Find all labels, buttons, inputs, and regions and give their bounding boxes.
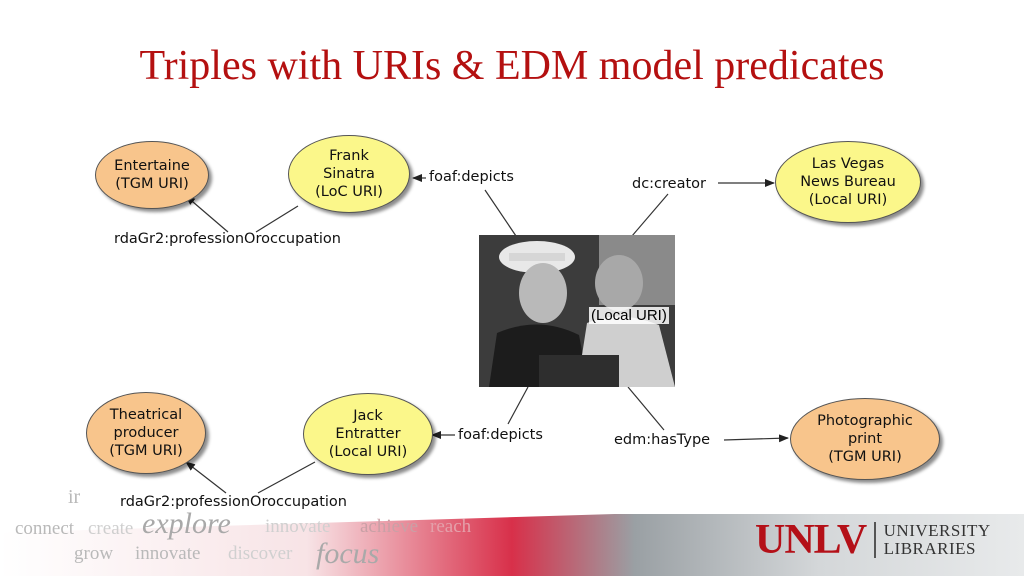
node-jack-entratter: Jack Entratter (Local URI) bbox=[303, 393, 433, 475]
node-line: (LoC URI) bbox=[315, 184, 383, 200]
watermark-word: reach bbox=[430, 516, 472, 537]
watermark-word: create bbox=[88, 518, 134, 539]
predicate-foaf-depicts-top: foaf:depicts bbox=[429, 169, 514, 185]
node-line: (Local URI) bbox=[808, 192, 888, 208]
logo-line-libraries: LIBRARIES bbox=[883, 539, 976, 558]
node-line: producer bbox=[113, 425, 179, 441]
logo-unlv-text: UNLV bbox=[755, 517, 867, 563]
watermark-word: connect bbox=[15, 518, 75, 539]
node-line: (TGM URI) bbox=[115, 176, 189, 192]
watermark-word: grow bbox=[74, 543, 114, 564]
node-line: print bbox=[847, 431, 883, 447]
watermark-word: ir bbox=[68, 486, 81, 508]
node-line: (Local URI) bbox=[328, 444, 408, 460]
watermark-word: discover bbox=[228, 543, 293, 564]
edge-photo-to-creator bbox=[631, 193, 669, 237]
node-line: Las Vegas bbox=[811, 156, 885, 172]
edge-profession-bottom-to-theatrical bbox=[185, 461, 227, 494]
photo-illustration bbox=[479, 235, 675, 387]
node-line: Entratter bbox=[335, 426, 401, 442]
edge-hastype-to-photographic bbox=[723, 434, 789, 443]
logo-line-university: UNIVERSITY bbox=[883, 521, 991, 540]
watermark-word: achieve bbox=[360, 516, 419, 537]
predicate-dc-creator: dc:creator bbox=[632, 176, 707, 192]
logo-libraries-text: UNIVERSITY LIBRARIES bbox=[884, 522, 991, 558]
photo-image: (Local URI) bbox=[479, 235, 675, 387]
node-photographic-print: Photographic print (TGM URI) bbox=[790, 398, 940, 480]
predicate-foaf-depicts-bottom: foaf:depicts bbox=[458, 427, 543, 443]
node-entertaine: Entertaine (TGM URI) bbox=[95, 141, 209, 209]
node-line: Entertaine bbox=[114, 158, 190, 174]
node-line: (TGM URI) bbox=[109, 443, 183, 459]
watermark-word: innovate bbox=[265, 516, 331, 537]
logo-divider bbox=[874, 522, 876, 558]
edge-photo-to-hastype bbox=[627, 386, 665, 431]
edge-profession-top-to-entertaine bbox=[185, 195, 229, 233]
edge-photo-to-depicts-top bbox=[484, 189, 517, 237]
unlv-libraries-logo: UNLV UNIVERSITY LIBRARIES bbox=[755, 514, 1010, 566]
edge-entratter-to-profession-bottom bbox=[257, 461, 316, 494]
predicate-profession-top: rdaGr2:professionOroccupation bbox=[114, 231, 341, 247]
slide-title: Triples with URIs & EDM model predicates bbox=[139, 43, 885, 89]
node-line: (TGM URI) bbox=[828, 449, 902, 465]
node-line: Theatrical bbox=[109, 407, 183, 423]
node-las-vegas-news-bureau: Las Vegas News Bureau (Local URI) bbox=[775, 141, 921, 223]
node-line: Jack bbox=[353, 408, 383, 424]
predicate-edm-hastype: edm:hasType bbox=[614, 432, 711, 448]
node-line: Photographic bbox=[817, 413, 913, 429]
watermark-word: innovate bbox=[135, 543, 201, 564]
photo-caption: (Local URI) bbox=[589, 307, 669, 324]
node-line: Frank bbox=[329, 148, 369, 164]
node-line: Sinatra bbox=[323, 166, 375, 182]
node-line: News Bureau bbox=[800, 174, 896, 190]
node-theatrical-producer: Theatrical producer (TGM URI) bbox=[86, 392, 206, 474]
watermark-word: explore bbox=[142, 507, 231, 540]
predicate-profession-bottom: rdaGr2:professionOroccupation bbox=[120, 494, 347, 510]
edge-sinatra-to-profession-top bbox=[255, 205, 299, 233]
watermark-word: focus bbox=[316, 537, 380, 570]
edge-photo-to-depicts-bottom bbox=[507, 386, 529, 425]
node-frank-sinatra: Frank Sinatra (LoC URI) bbox=[288, 135, 410, 213]
